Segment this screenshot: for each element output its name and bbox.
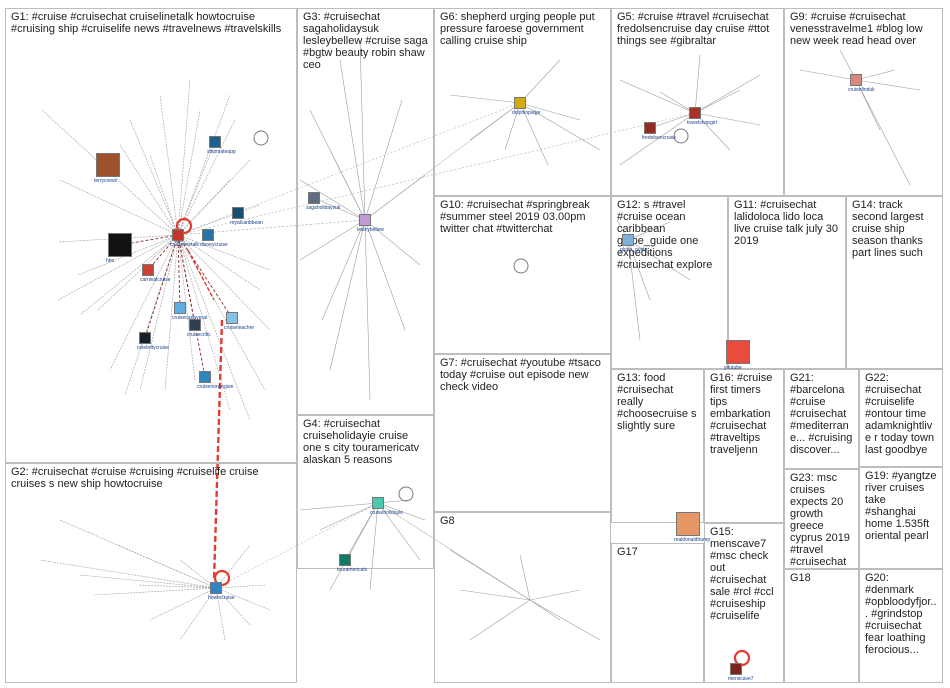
group-box-g4: G4: #cruisechat cruiseholidayie cruise o… (297, 415, 434, 569)
group-box-g13: G13: food #cruisechat really #choosecrui… (611, 369, 704, 523)
node-label: lesleybellew (357, 227, 384, 233)
node-sagaholidaysuk[interactable] (308, 192, 320, 204)
group-title: G20: #denmark #opbloodyfjor... #grindsto… (865, 572, 938, 656)
group-title: G1: #cruise #cruisechat cruiselinetalk h… (11, 11, 292, 35)
group-title: G9: #cruise #cruisechat venesstravelme1 … (790, 11, 938, 47)
group-box-g10: G10: #cruisechat #springbreak #summer st… (434, 196, 611, 354)
node-label: fredolsencruise (642, 135, 676, 141)
node-lesleybellew[interactable] (359, 214, 371, 226)
node-label: menscave7 (728, 676, 754, 682)
node-label: youtube (724, 365, 742, 371)
node-cruiseteacher[interactable] (226, 312, 238, 324)
group-title: G6: shepherd urging people put pressure … (440, 11, 606, 47)
node-label: touramericatv (337, 567, 367, 573)
node-cruisefinduk[interactable] (850, 74, 862, 86)
group-title: G2: #cruisechat #cruise #cruising #cruis… (11, 466, 292, 490)
group-box-g16: G16: #cruise first timers tips embarkati… (704, 369, 784, 523)
node-label: howtocruise (208, 595, 235, 601)
node-howtocruise[interactable] (210, 582, 222, 594)
node-realdonaldtrump[interactable] (676, 512, 700, 536)
group-title: G23: msc cruises expects 20 growth greec… (790, 472, 854, 568)
group-box-g22: G22: #cruisechat #cruiselife #ontour tim… (859, 369, 943, 467)
node-menscave7[interactable] (730, 663, 742, 675)
group-title: G17 (617, 546, 699, 558)
node-label: sagaholidaysuk (306, 205, 340, 211)
node-touramericatv[interactable] (339, 554, 351, 566)
group-box-g12: G12: s #travel #cruise ocean caribbean g… (611, 196, 728, 369)
group-box-g14: G14: track second largest cruise ship se… (846, 196, 943, 369)
node-label: cruisefinduk (848, 87, 875, 93)
node-label: carnivalcruise (140, 277, 171, 283)
node-label: hbo (106, 258, 114, 264)
node-royalcaribbean[interactable] (232, 207, 244, 219)
group-title: G18 (790, 572, 854, 584)
node-label: globe_guide (620, 247, 647, 253)
group-box-g21: G21: #barcelona #cruise #cruisechat #med… (784, 369, 859, 469)
group-title: G4: #cruisechat cruiseholidayie cruise o… (303, 418, 429, 466)
node-label: disneycruise (200, 242, 228, 248)
group-title: G13: food #cruisechat really #choosecrui… (617, 372, 699, 432)
group-title: G3: #cruisechat sagaholidaysuk lesleybel… (303, 11, 429, 71)
node-travelshopgirl[interactable] (689, 107, 701, 119)
group-title: G15: menscave7 #msc check out #cruisecha… (710, 526, 779, 622)
node-cruiselinetalk[interactable] (172, 229, 184, 241)
node-dolphinpalge[interactable] (514, 97, 526, 109)
node-cruisecanaveral[interactable] (174, 302, 186, 314)
group-title: G10: #cruisechat #springbreak #summer st… (440, 199, 606, 235)
node-label: realdonaldtrump (674, 537, 710, 543)
node-label: cruiseteacher (224, 325, 254, 331)
node-label: royalcaribbean (230, 220, 263, 226)
node-globe_guide[interactable] (622, 234, 634, 246)
group-title: G19: #yangtze river cruises take #shangh… (865, 470, 938, 542)
group-box-g19: G19: #yangtze river cruises take #shangh… (859, 467, 943, 569)
node-label: travelshopgirl (687, 120, 717, 126)
group-box-g23: G23: msc cruises expects 20 growth greec… (784, 469, 859, 569)
group-box-g5: G5: #cruise #travel #cruisechat fredolse… (611, 8, 784, 196)
node-hbo[interactable] (108, 233, 132, 257)
group-box-g18: G18 (784, 569, 859, 683)
node-fredolsencruise[interactable] (644, 122, 656, 134)
node-label: cruiselinetalk (170, 242, 199, 248)
node-youtube[interactable] (726, 340, 750, 364)
group-title: G14: track second largest cruise ship se… (852, 199, 938, 259)
node-disneycruise[interactable] (202, 229, 214, 241)
node-cruiseholidayie[interactable] (372, 497, 384, 509)
group-title: G8 (440, 515, 606, 527)
group-box-g9: G9: #cruise #cruisechat venesstravelme1 … (784, 8, 943, 196)
node-label: dolphinpalge (512, 110, 540, 116)
group-box-g3: G3: #cruisechat sagaholidaysuk lesleybel… (297, 8, 434, 415)
node-shipmateapp[interactable] (209, 136, 221, 148)
group-box-g17: G17 (611, 543, 704, 683)
group-title: G7: #cruisechat #youtube #tsaco today #c… (440, 357, 606, 393)
group-title: G22: #cruisechat #cruiselife #ontour tim… (865, 372, 938, 456)
node-label: terrycrews (94, 178, 117, 184)
group-title: G21: #barcelona #cruise #cruisechat #med… (790, 372, 854, 456)
node-label: shipmateapp (207, 149, 236, 155)
node-label: cruiseholidayie (370, 510, 403, 516)
node-label: cruisecritic (187, 332, 211, 338)
node-label: cruisenorwegian (197, 384, 233, 390)
node-carnivalcruise[interactable] (142, 264, 154, 276)
node-celebritycruise[interactable] (139, 332, 151, 344)
group-box-g7: G7: #cruisechat #youtube #tsaco today #c… (434, 354, 611, 512)
group-box-g20: G20: #denmark #opbloodyfjor... #grindsto… (859, 569, 943, 683)
group-box-g2: G2: #cruisechat #cruise #cruising #cruis… (5, 463, 297, 683)
node-terrycrews[interactable] (96, 153, 120, 177)
group-title: G16: #cruise first timers tips embarkati… (710, 372, 779, 456)
group-box-g8: G8 (434, 512, 611, 683)
node-label: cruisecanaveral (172, 315, 207, 321)
node-cruisenorwegian[interactable] (199, 371, 211, 383)
node-label: celebritycruise (137, 345, 169, 351)
group-box-g1: G1: #cruise #cruisechat cruiselinetalk h… (5, 8, 297, 463)
group-title: G11: #cruisechat lalidoloca lido loca li… (734, 199, 841, 247)
group-box-g15: G15: menscave7 #msc check out #cruisecha… (704, 523, 784, 683)
group-title: G5: #cruise #travel #cruisechat fredolse… (617, 11, 779, 47)
